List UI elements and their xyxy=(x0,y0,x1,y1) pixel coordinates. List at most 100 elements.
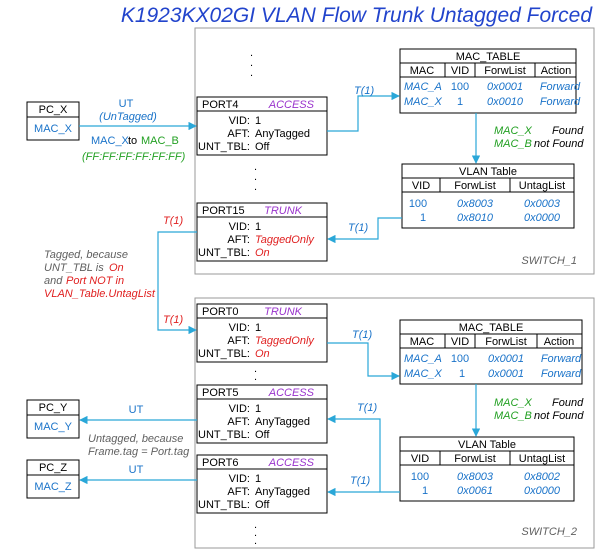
label-t1-sw2-port6: T(1) xyxy=(350,475,371,487)
svg-text:UNT_TBL is: UNT_TBL is xyxy=(44,262,104,274)
label-ut-in: UT xyxy=(119,98,134,110)
vlan-table-cell: 0x0003 xyxy=(524,198,561,210)
arrow-vlan-to-port15 xyxy=(327,217,402,244)
pc-x-box: PC_X MAC_X xyxy=(26,101,80,141)
vlan-table-cell: 0x8010 xyxy=(457,212,494,224)
port5-mode: ACCESS xyxy=(268,387,315,399)
svg-text:MAC_X: MAC_X xyxy=(494,397,533,409)
mac-table-cell: Forward xyxy=(541,368,582,380)
port6-name: PORT6 xyxy=(202,457,238,469)
port6-vid: 1 xyxy=(255,473,261,485)
port5-unt: Off xyxy=(255,429,270,441)
label-t1-sw1-mac: T(1) xyxy=(354,85,375,97)
svg-text:and: and xyxy=(44,275,63,287)
svg-text:.: . xyxy=(254,371,257,383)
svg-text:.: . xyxy=(250,67,253,79)
pc-z-mac: MAC_Z xyxy=(34,481,72,493)
port4-mode: ACCESS xyxy=(268,99,315,111)
tagged-note: Tagged, because UNT_TBL is On and Port N… xyxy=(44,249,156,300)
svg-text:On: On xyxy=(109,262,124,274)
port0-name: PORT0 xyxy=(202,306,238,318)
untagged-note: Untagged, because Frame.tag = Port.tag xyxy=(88,433,190,458)
pc-x-mac: MAC_X xyxy=(34,123,73,135)
svg-text:MAC_X: MAC_X xyxy=(494,125,533,137)
diagram-title: K1923KX02GI VLAN Flow Trunk Untagged For… xyxy=(121,4,594,27)
vlan-table-cell: 100 xyxy=(409,198,427,210)
port15-aft-label: AFT: xyxy=(227,234,250,246)
switch1-vlan-table: VLAN Table VID ForwList UntagList 100 0x… xyxy=(401,163,575,229)
label-macx-to-macb: MAC_X to MAC_B xyxy=(91,135,179,147)
port0-vid-label: VID: xyxy=(229,322,250,334)
label-t1-port0: T(1) xyxy=(163,314,184,326)
port5-vid: 1 xyxy=(255,403,261,415)
label-t1-port15: T(1) xyxy=(163,215,184,227)
mac-table-header: VID xyxy=(451,336,469,348)
port6-unt: Off xyxy=(255,499,270,511)
svg-text:to: to xyxy=(128,135,137,147)
vlan-table-header: VID xyxy=(412,180,430,192)
svg-text:.: . xyxy=(254,519,257,531)
port4-aft: AnyTagged xyxy=(255,128,310,140)
vlan-table-cell: 0x0061 xyxy=(457,485,493,497)
mac-table-cell: Forward xyxy=(541,353,582,365)
mac-table-cell: 100 xyxy=(451,81,469,93)
mac-table-cell: MAC_A xyxy=(404,81,442,93)
pc-y-name: PC_Y xyxy=(39,402,68,414)
mac-table-header: MAC xyxy=(410,65,435,77)
port4-vid: 1 xyxy=(255,115,261,127)
vlan-table-cell: 100 xyxy=(411,471,429,483)
label-ut-port5: UT xyxy=(129,404,144,416)
vlan-table-header: UntagList xyxy=(519,453,565,465)
mac-table-cell: 1 xyxy=(457,96,463,108)
svg-text:.: . xyxy=(254,363,257,375)
port6-aft-label: AFT: xyxy=(227,486,250,498)
link-arrows xyxy=(79,91,481,497)
port5-vid-label: VID: xyxy=(229,403,250,415)
port4-vid-label: VID: xyxy=(229,115,250,127)
port0-aft: TaggedOnly xyxy=(255,335,315,347)
svg-text:VLAN_Table.UntagList: VLAN_Table.UntagList xyxy=(44,288,156,300)
vlan-table-cell: 1 xyxy=(420,212,426,224)
port15-unt-label: UNT_TBL: xyxy=(198,247,250,259)
svg-text:Tagged, because: Tagged, because xyxy=(44,249,128,261)
switch-2-label: SWITCH_2 xyxy=(521,526,577,538)
port0-unt-label: UNT_TBL: xyxy=(198,348,250,360)
mac-table-header: Action xyxy=(544,336,575,348)
svg-text:MAC_B: MAC_B xyxy=(494,410,532,422)
port0-aft-label: AFT: xyxy=(227,335,250,347)
svg-text:Frame.tag = Port.tag: Frame.tag = Port.tag xyxy=(88,446,190,458)
label-broadcast-mac: (FF:FF:FF:FF:FF:FF) xyxy=(82,151,186,163)
mac-table-header: MAC xyxy=(410,336,435,348)
label-t1-sw2-mac: T(1) xyxy=(352,329,373,341)
port15-vid: 1 xyxy=(255,221,261,233)
port5-name: PORT5 xyxy=(202,387,238,399)
mac-table-header: VID xyxy=(451,65,469,77)
svg-text:.: . xyxy=(254,171,257,183)
vlan-table-cell: 0x8002 xyxy=(524,471,560,483)
vlan-table-cell: 0x0000 xyxy=(524,485,561,497)
switch1-mac-table: MAC_TABLE MAC VID ForwList Action MAC_A … xyxy=(399,48,581,114)
mac-table-cell: MAC_X xyxy=(404,368,443,380)
mac-table-header: ForwList xyxy=(485,336,527,348)
port4-box: PORT4 ACCESS VID: 1 AFT: AnyTagged UNT_T… xyxy=(196,96,328,156)
vlan-table-header: UntagList xyxy=(519,180,565,192)
svg-text:.: . xyxy=(250,47,253,59)
vlan-table-title: VLAN Table xyxy=(458,439,516,451)
label-t1-sw2-port5: T(1) xyxy=(357,402,378,414)
mac-table-cell: 0x0001 xyxy=(487,81,523,93)
port15-name: PORT15 xyxy=(202,205,245,217)
port4-aft-label: AFT: xyxy=(227,128,250,140)
arrow-port4-to-mac-table xyxy=(327,91,400,132)
port0-box: PORT0 TRUNK VID: 1 AFT: TaggedOnly UNT_T… xyxy=(196,303,328,363)
vlan-table-cell: 0x0000 xyxy=(524,212,561,224)
svg-text:.: . xyxy=(254,535,257,547)
vlan-table-header: VID xyxy=(411,453,429,465)
port5-unt-label: UNT_TBL: xyxy=(198,429,250,441)
port15-aft: TaggedOnly xyxy=(255,234,315,246)
port6-unt-label: UNT_TBL: xyxy=(198,499,250,511)
vlan-table-header: ForwList xyxy=(454,453,496,465)
port6-aft: AnyTagged xyxy=(255,486,310,498)
svg-text:MAC_B: MAC_B xyxy=(494,138,532,150)
mac-table-title: MAC_TABLE xyxy=(456,51,521,63)
